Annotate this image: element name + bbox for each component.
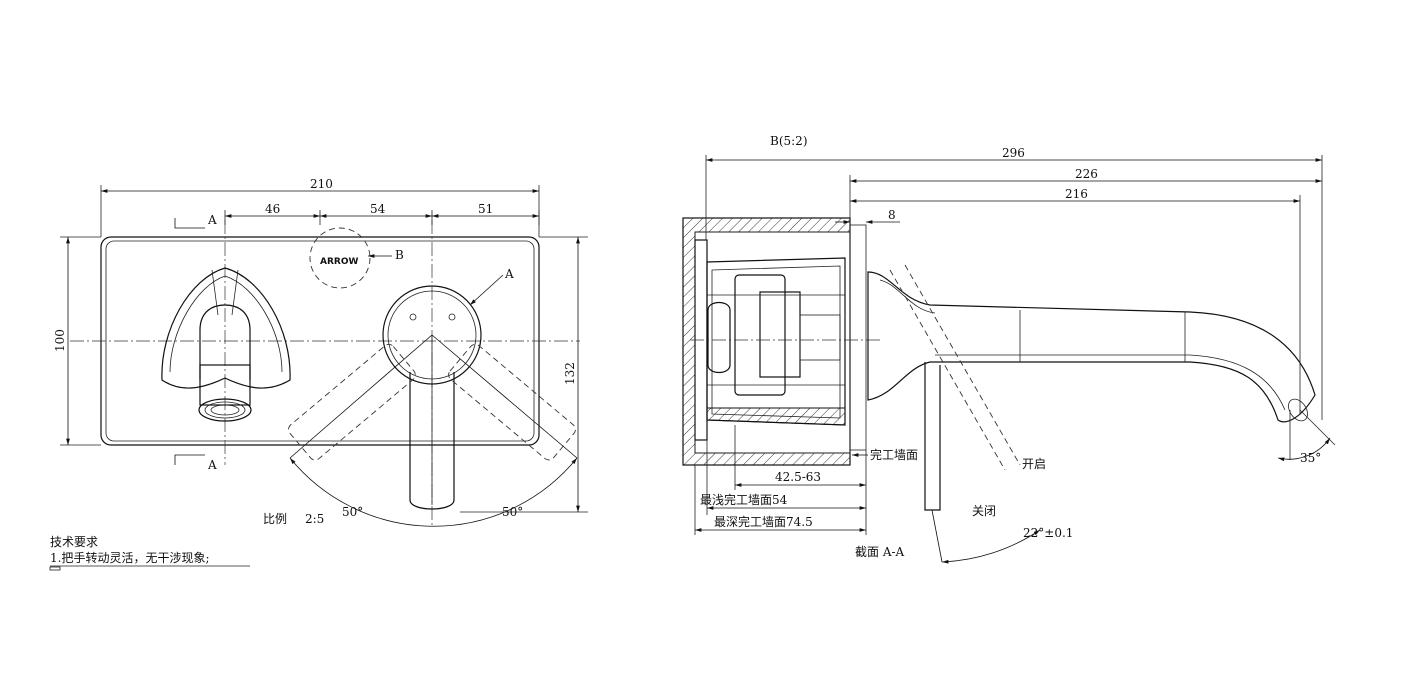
diverter-spout [161, 267, 291, 422]
dim-range: 42.5-63 [775, 470, 821, 484]
notes-item-1: 1.把手转动灵活，无干涉现象; [50, 550, 210, 565]
label-max-wall: 最深完工墙面74.5 [714, 514, 813, 529]
front-view: ARROW B A A A 210 46 54 51 100 [53, 177, 588, 527]
side-handle [889, 264, 1041, 564]
dim-overall: 296 [1002, 146, 1025, 160]
label-open: 开启 [1022, 457, 1046, 471]
notes-heading: 技术要求 [50, 535, 98, 549]
angle-right: 50° [502, 505, 523, 519]
angle-left: 50° [342, 505, 363, 519]
handle-lever [288, 285, 578, 527]
dim-216: 216 [1065, 187, 1088, 201]
section-view: B(5:2) 296 226 216 8 42.5-63 最浅完工墙面54 最深… [682, 134, 1336, 564]
technical-notes: 技术要求 1.把手转动灵活，无干涉现象; [49, 535, 250, 571]
dim-height: 100 [53, 329, 67, 352]
section-mark-top: A [207, 213, 217, 227]
detail-mark: B [395, 248, 404, 262]
label-min-wall: 最浅完工墙面54 [700, 492, 788, 507]
dim-lever-height: 132 [563, 362, 577, 385]
valve-body [690, 257, 880, 426]
scale-value: 2:5 [305, 512, 324, 526]
dim-226: 226 [1075, 167, 1098, 181]
angle-spout: 35° [1300, 451, 1321, 465]
section-mark-bottom: A [207, 458, 217, 472]
handle-section-mark: A [504, 267, 514, 281]
dim-total-width: 210 [310, 177, 333, 191]
scale-label: 比例 [263, 512, 287, 526]
logo-text: ARROW [320, 257, 358, 267]
section-title: 截面 A-A [855, 545, 905, 559]
top-cut-label: B(5:2) [770, 134, 808, 148]
angle-tolerance: 22°±0.1 [1023, 526, 1073, 540]
dim-8: 8 [888, 208, 896, 222]
dim-segment-1: 46 [265, 202, 280, 216]
spout [867, 271, 1316, 423]
detail-b-circle [309, 227, 371, 289]
label-close: 关闭 [972, 504, 996, 518]
dim-segment-2: 54 [370, 202, 386, 216]
dim-segment-3: 51 [478, 202, 493, 216]
label-finished-wall: 完工墙面 [870, 447, 918, 462]
